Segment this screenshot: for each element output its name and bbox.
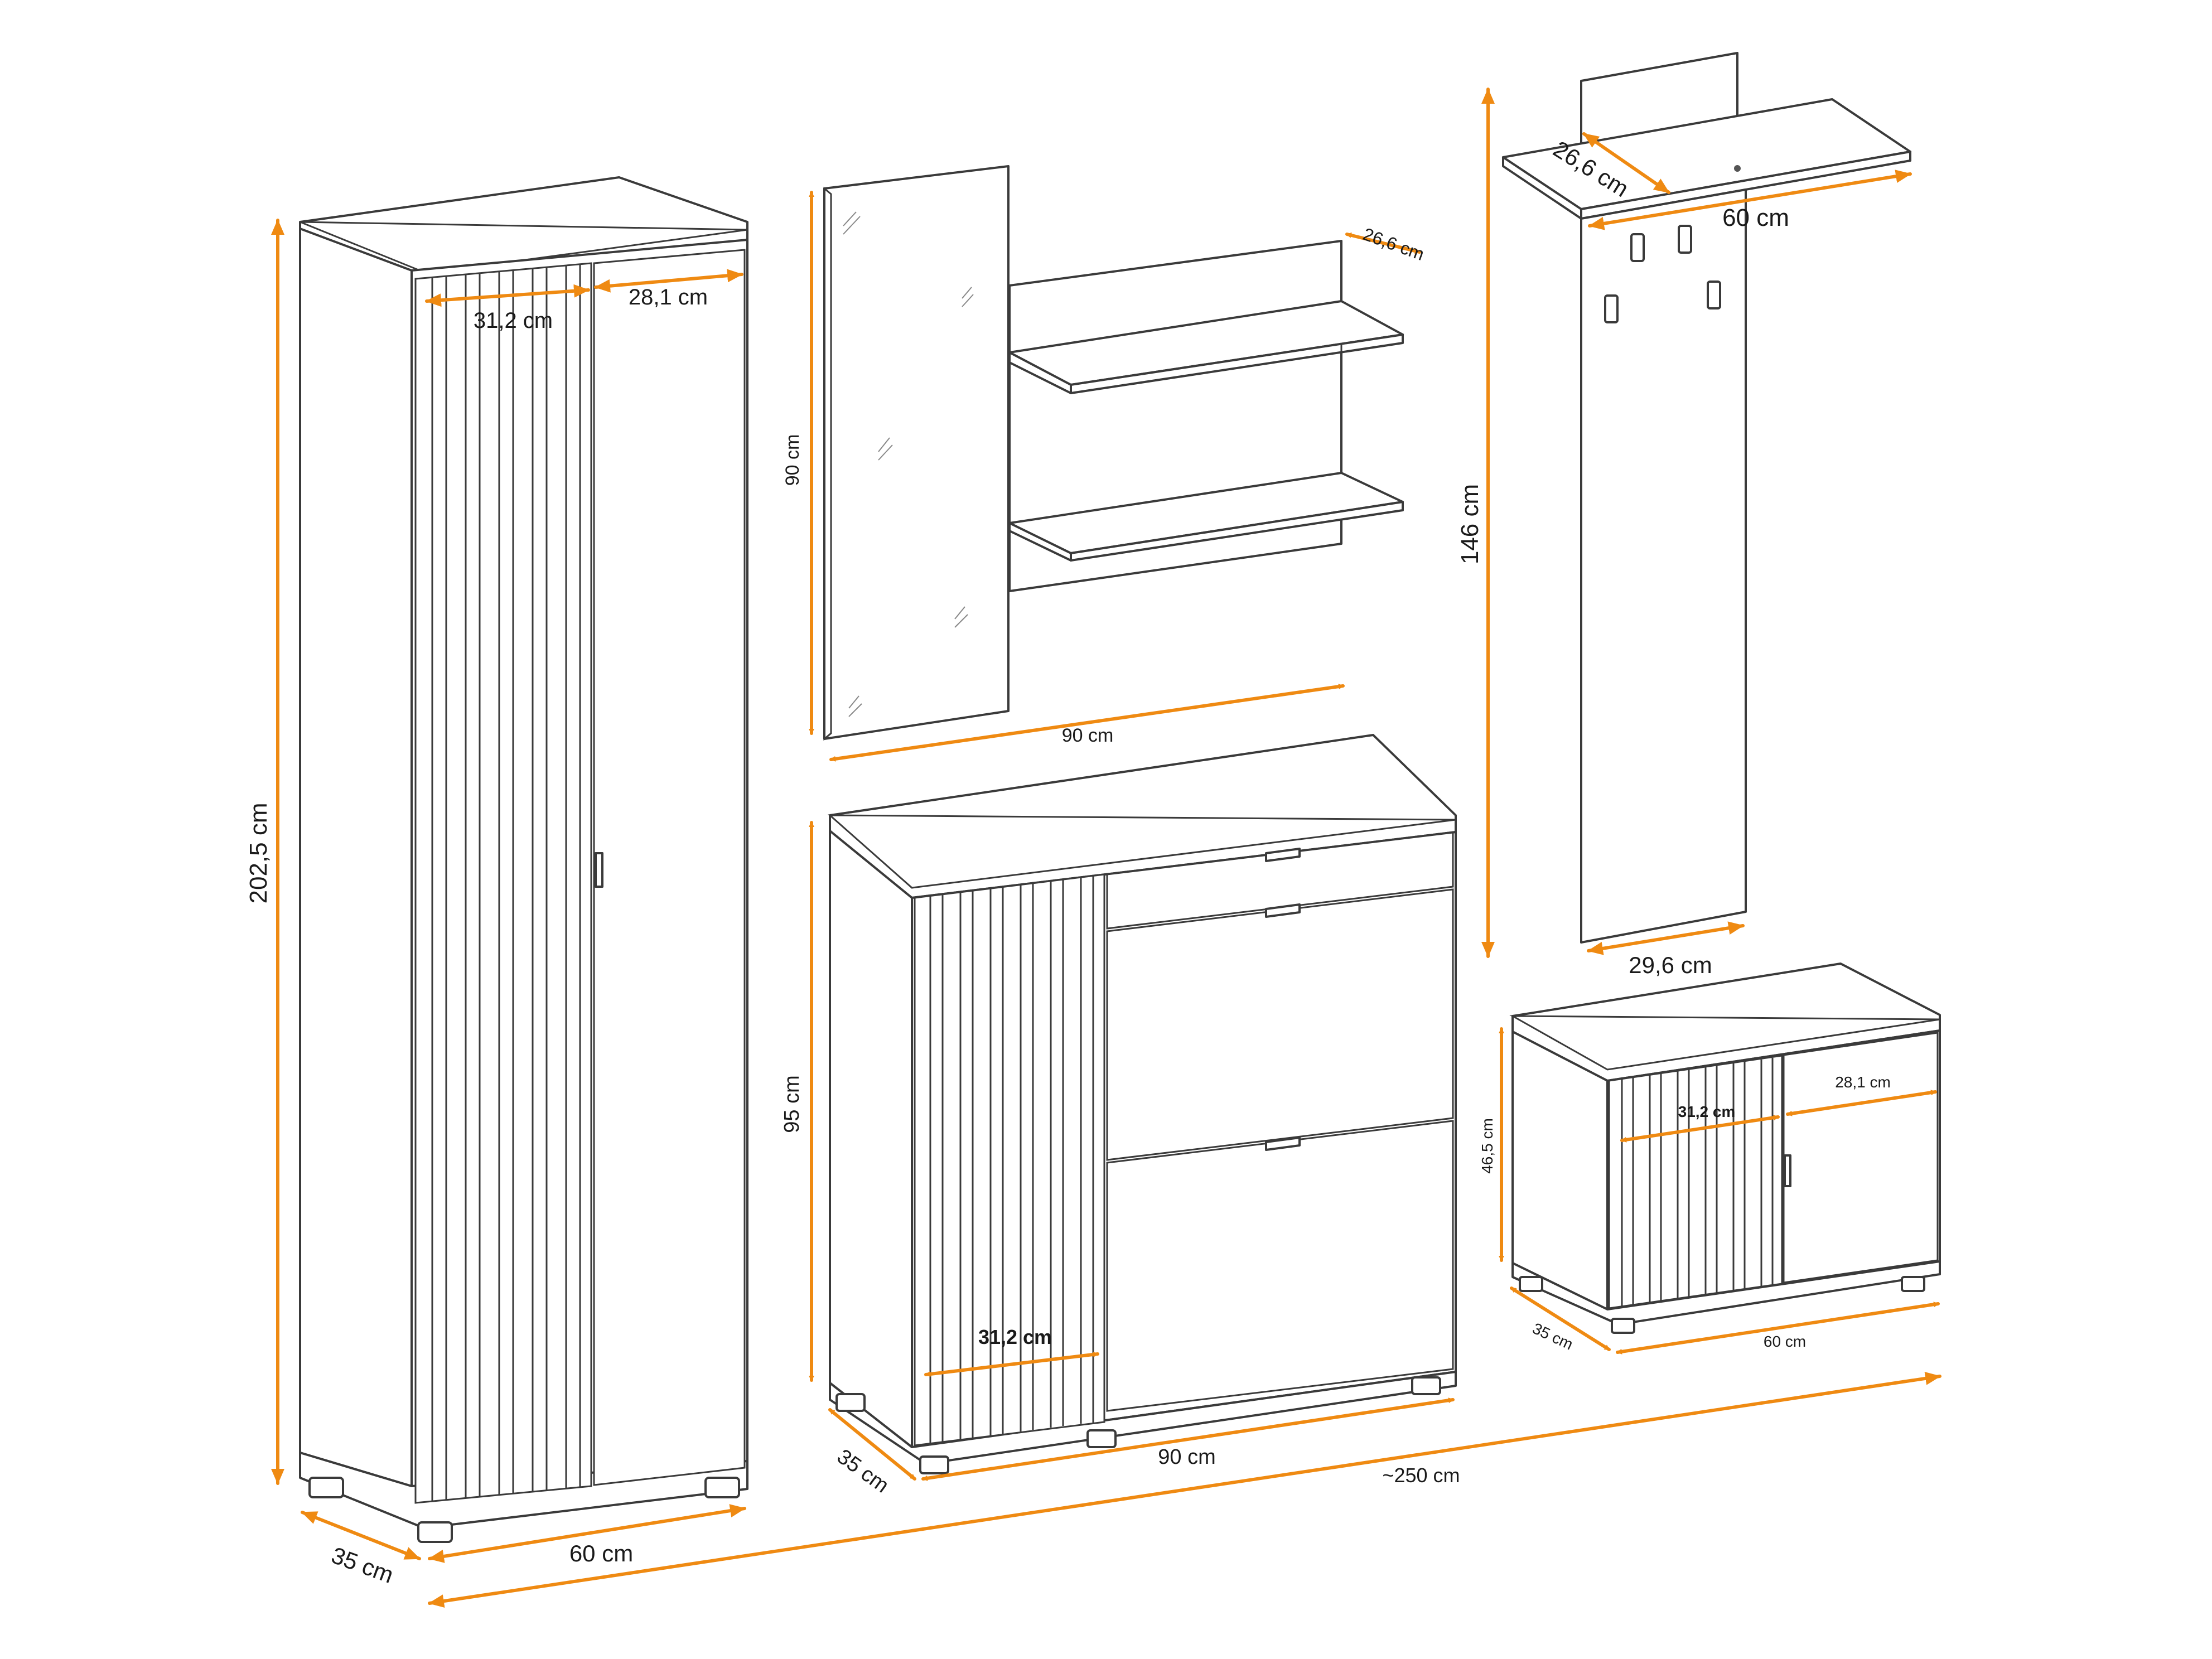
shelf-depth-label: 26,6 cm — [1360, 224, 1427, 264]
bench-door-handle — [1784, 1154, 1791, 1187]
shoe-cabinet-lamella-door — [914, 873, 1105, 1447]
coat-rack-height-label: 146 cm — [1456, 484, 1484, 564]
mirror-height-label: 90 cm — [782, 434, 803, 486]
tall-cabinet-door — [593, 249, 746, 1486]
bench-door — [1783, 1032, 1939, 1284]
bench-width-label: 60 cm — [1764, 1333, 1806, 1350]
coat-rack-shelf-width-label: 60 cm — [1722, 204, 1789, 231]
bench-lamella-door — [1608, 1055, 1783, 1309]
total-width-label: ~250 cm — [1382, 1464, 1460, 1487]
coat-rack — [1502, 52, 1911, 944]
tall-cabinet-door-width-label: 28,1 cm — [629, 285, 708, 309]
tall-cabinet — [299, 176, 748, 1543]
shoe-cabinet-upper-flap — [1106, 888, 1454, 1161]
shoe-cabinet-lamella-width-label: 31,2 cm — [978, 1326, 1052, 1348]
wall-shelf — [1008, 240, 1404, 592]
coat-hooks — [1604, 225, 1721, 323]
bench-door-width-label: 28,1 cm — [1835, 1073, 1891, 1091]
bench — [1509, 962, 1941, 1334]
mirror — [823, 165, 1010, 741]
bench-lamella-width-label: 31,2 cm — [1678, 1103, 1736, 1120]
tall-cabinet-lamella-width-label: 31,2 cm — [474, 308, 553, 333]
total-width-dimension: ~250 cm — [428, 1371, 1941, 1608]
tall-cabinet-lamella-door — [414, 262, 592, 1504]
shoe-cabinet-width-label: 90 cm — [1158, 1445, 1215, 1469]
flap-handle-upper — [1265, 903, 1301, 918]
drawer-handle — [1265, 848, 1301, 862]
bench-height-label: 46,5 cm — [1479, 1118, 1496, 1174]
shoe-cabinet-drawer — [1106, 831, 1454, 930]
flap-handle-lower — [1265, 1136, 1301, 1151]
shoe-cabinet — [828, 734, 1457, 1474]
tall-cabinet-dimensions: 202,5 cm 31,2 cm 28,1 cm 35 cm 60 cm — [245, 219, 746, 1588]
tall-cabinet-depth-label: 35 cm — [328, 1542, 397, 1588]
mirror-shelf-width-label: 90 cm — [1062, 725, 1114, 746]
shoe-cabinet-lower-flap — [1106, 1120, 1454, 1412]
coat-rack-panel-width-label: 29,6 cm — [1629, 952, 1712, 978]
door-handle — [595, 852, 603, 888]
tall-cabinet-height-label: 202,5 cm — [245, 803, 272, 904]
tall-cabinet-width-label: 60 cm — [569, 1540, 633, 1566]
shoe-cabinet-height-label: 95 cm — [780, 1075, 804, 1133]
